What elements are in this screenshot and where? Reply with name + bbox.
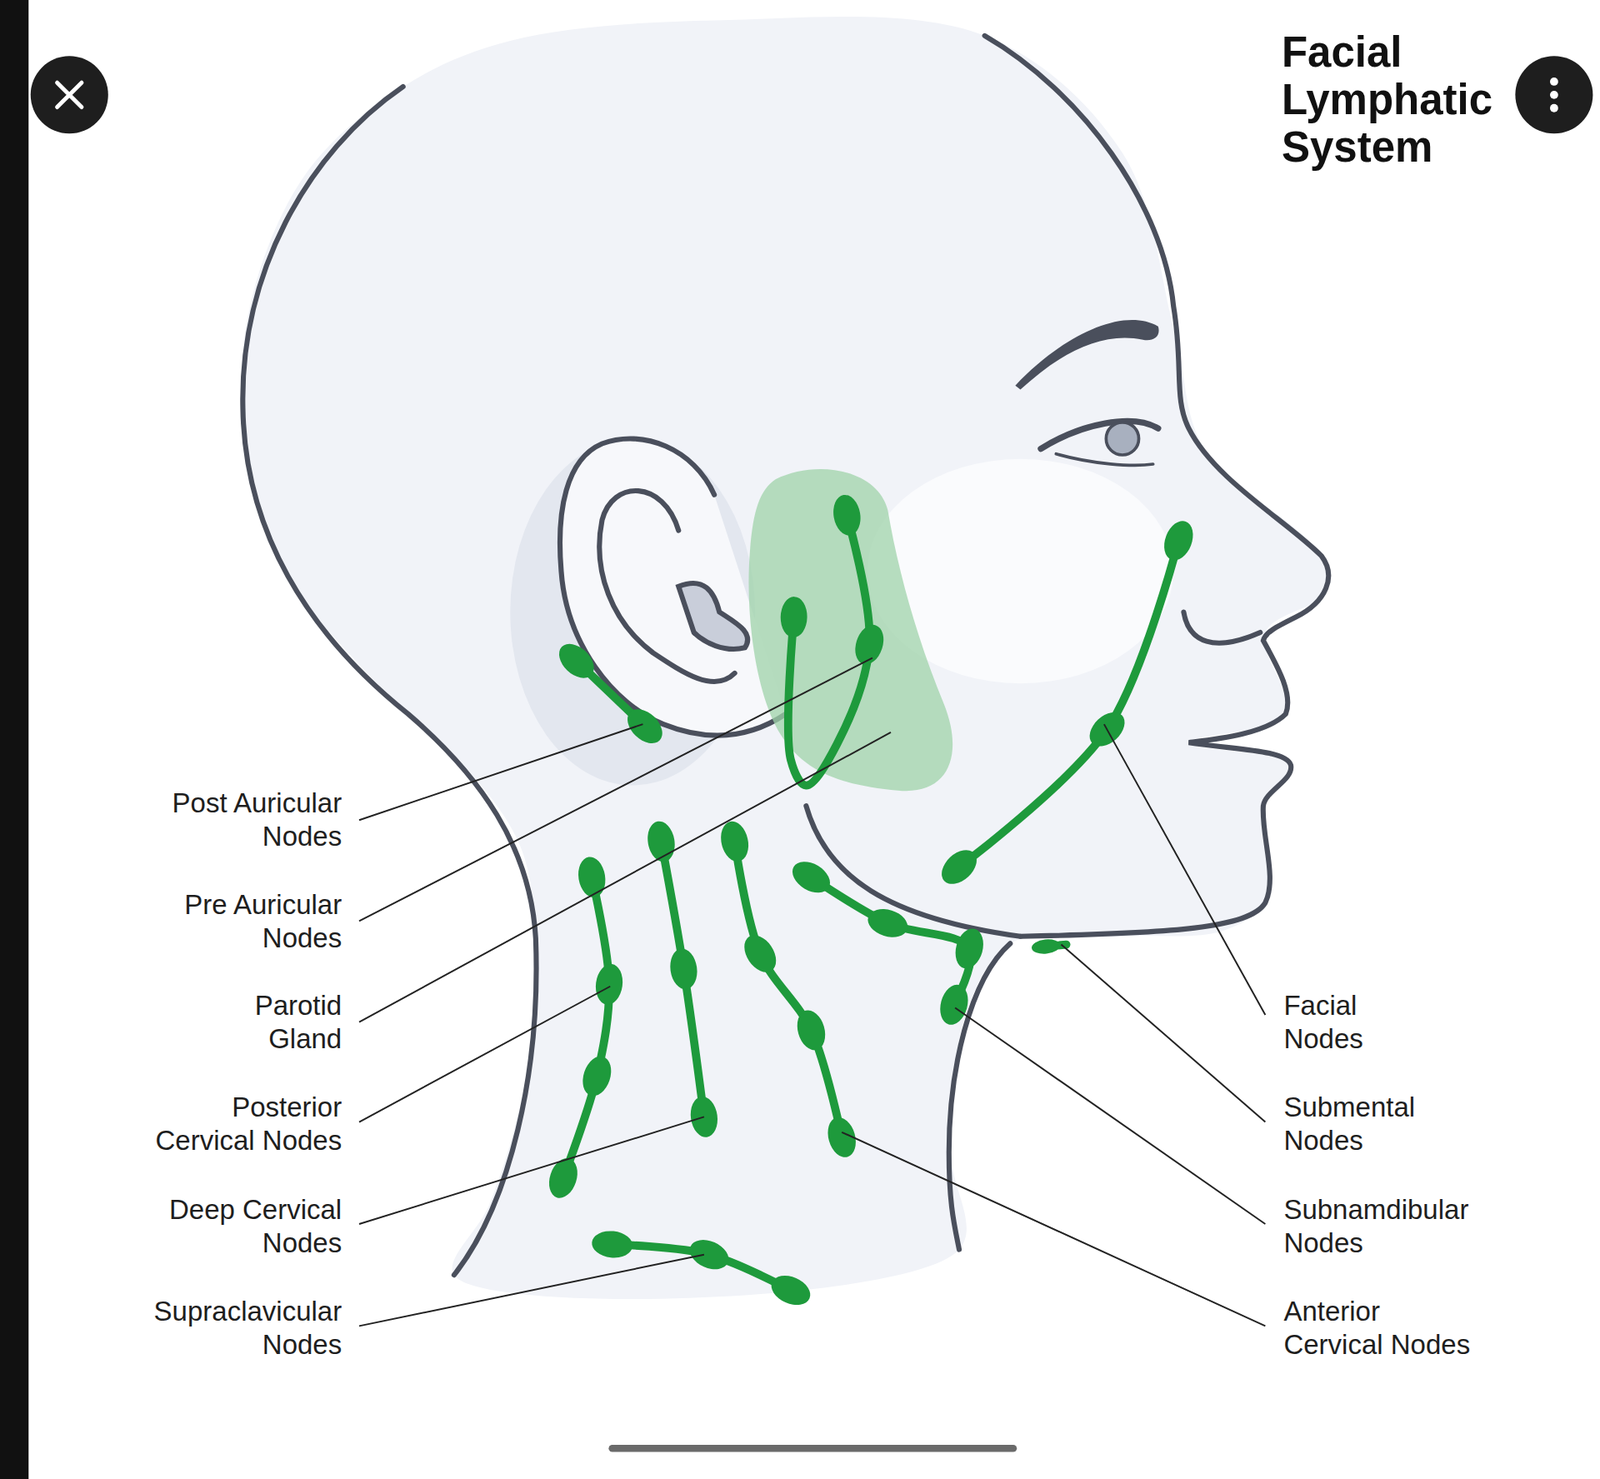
part-label: Supraclavicular Nodes (150, 1295, 342, 1362)
lymph-node (935, 843, 984, 891)
lymph-node (792, 1006, 830, 1054)
lymph-chain (563, 877, 610, 1179)
lymph-node (1030, 938, 1061, 955)
iris (1105, 422, 1139, 455)
lymph-node (830, 492, 864, 538)
lymph-nodes (544, 492, 1199, 1311)
lymph-node (766, 1270, 815, 1311)
part-label: Post Auricular Nodes (166, 786, 342, 854)
lymph-node (864, 904, 911, 942)
lymph-chain (735, 841, 843, 1138)
head-outline (242, 35, 1329, 1275)
part-label: Parotid Gland (250, 989, 342, 1056)
lymph-node (786, 855, 835, 900)
close-button (30, 55, 109, 134)
lymph-node (578, 1052, 617, 1100)
lymph-node (590, 1229, 635, 1260)
lymph-node (552, 637, 600, 685)
lymph-node (950, 925, 988, 973)
lymph-node (1159, 516, 1199, 565)
eyebrow (1015, 320, 1159, 390)
lymph-node (780, 596, 808, 639)
part-label: Deep Cervical Nodes (165, 1193, 342, 1260)
lymph-node (935, 981, 973, 1029)
lymph-chain (810, 877, 971, 1005)
part-label: Anterior Cervical Nodes (1283, 1295, 1474, 1362)
parotid-gland (748, 469, 953, 791)
lymph-node (593, 962, 625, 1007)
part-label: Facial Nodes (1283, 989, 1367, 1056)
lymph-node (620, 702, 669, 750)
lymph-node (850, 620, 889, 668)
part-label: Posterior Cervical Nodes (151, 1090, 342, 1158)
diagram-title: Facial Lymphatic System (1281, 28, 1497, 171)
lymph-node (575, 855, 609, 900)
head-fill (241, 16, 1329, 1300)
lymph-node (544, 1155, 583, 1202)
lymph-node (667, 947, 700, 992)
part-label: Subnamdibular Nodes (1283, 1193, 1472, 1260)
screen-edge (0, 0, 29, 1479)
menu-button (1515, 55, 1593, 134)
part-label: Submental Nodes (1283, 1090, 1419, 1158)
leader-lines (359, 658, 1265, 1327)
part-label: Pre Auricular Nodes (179, 888, 342, 955)
home-bar (612, 1445, 1014, 1453)
lymph-chain (660, 841, 704, 1118)
lymph-node (685, 1234, 734, 1275)
lymph-node (717, 819, 753, 865)
lymph-node (737, 929, 783, 978)
lymph-chain (959, 540, 1179, 868)
